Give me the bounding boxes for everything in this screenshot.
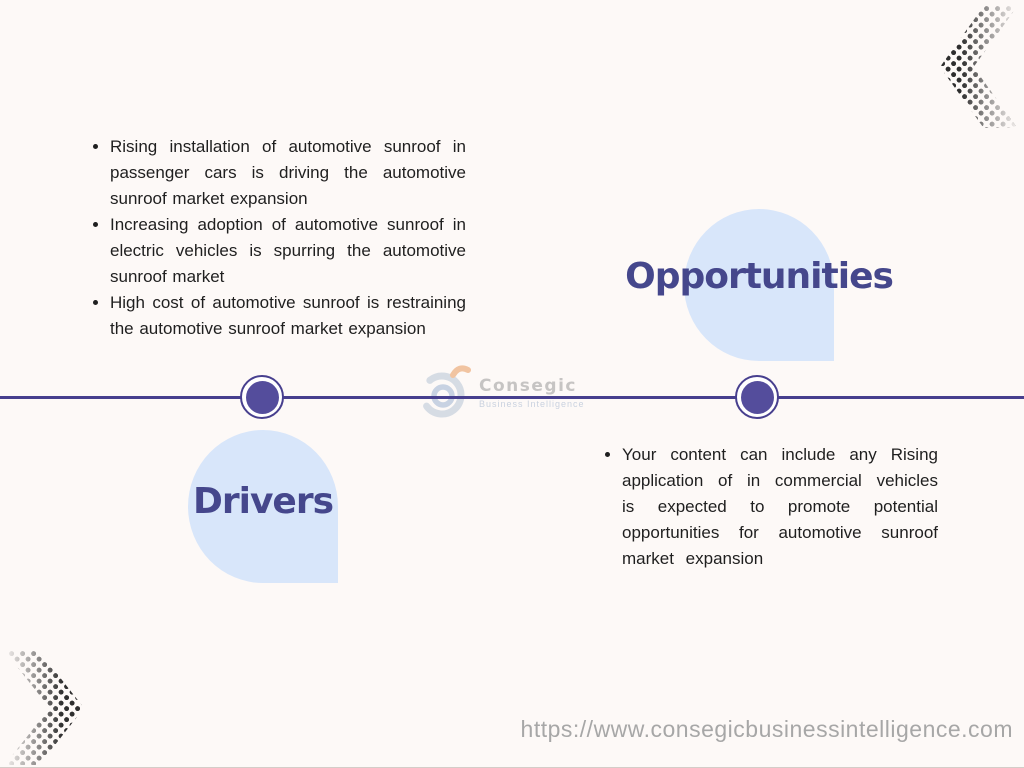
timeline-node-drivers xyxy=(240,375,284,419)
drivers-teardrop-bubble xyxy=(188,430,338,583)
opportunities-title: Opportunities xyxy=(625,256,894,297)
watermark-text: Consegic Business Intelligence xyxy=(479,376,585,409)
consegic-watermark: Consegic Business Intelligence xyxy=(416,360,585,425)
consegic-logo-icon xyxy=(416,360,472,425)
drivers-title: Drivers xyxy=(192,481,334,522)
drivers-bullet-list: Rising installation of automotive sunroo… xyxy=(88,134,466,342)
bullet-item: Your content can include any Rising appl… xyxy=(622,442,938,572)
dots-chevron-left-icon xyxy=(940,6,1018,128)
timeline-node-inner-circle xyxy=(740,380,774,414)
opportunities-bullet-list: Your content can include any Rising appl… xyxy=(600,442,938,572)
watermark-brand: Consegic xyxy=(479,376,577,396)
timeline-node-opportunities xyxy=(735,375,779,419)
watermark-tagline: Business Intelligence xyxy=(479,399,585,409)
dots-chevron-right-icon xyxy=(4,651,84,765)
opportunities-teardrop-bubble xyxy=(684,209,834,361)
website-url: https://www.consegicbusinessintelligence… xyxy=(520,716,1013,742)
timeline-line xyxy=(0,396,1024,399)
bullet-item: Increasing adoption of automotive sunroo… xyxy=(110,212,466,290)
bullet-item: Rising installation of automotive sunroo… xyxy=(110,134,466,212)
timeline-node-inner-circle xyxy=(245,380,279,414)
bullet-item: High cost of automotive sunroof is restr… xyxy=(110,290,466,342)
